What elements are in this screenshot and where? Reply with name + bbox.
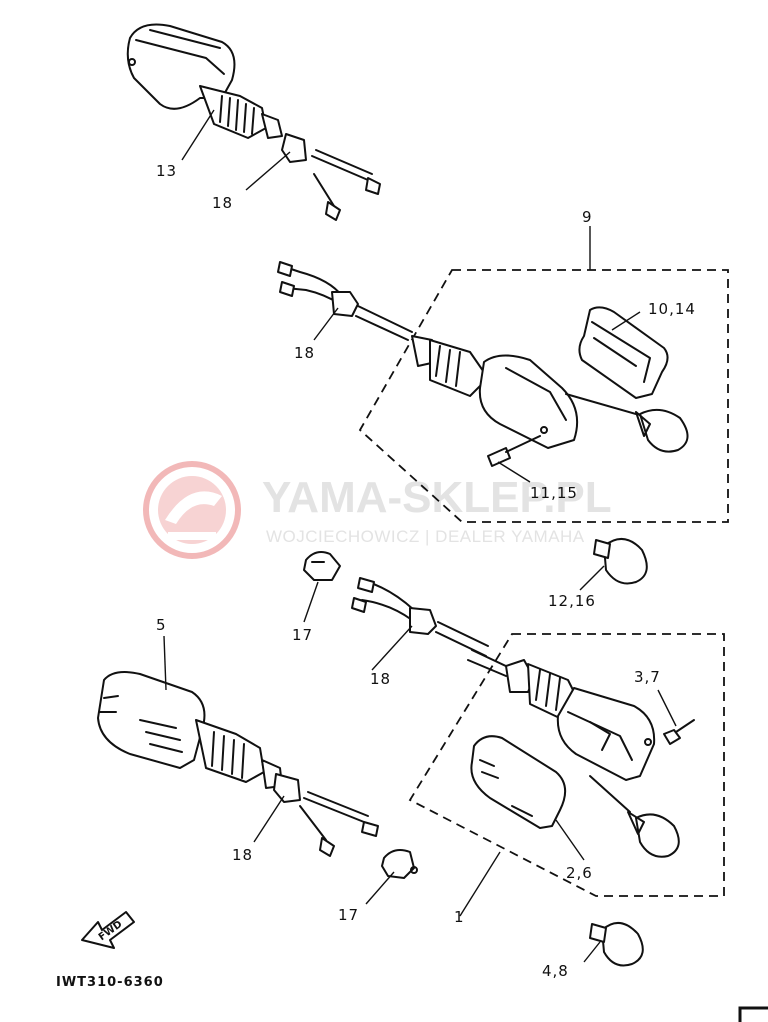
callout-13: 13: [156, 162, 177, 180]
callout-18-upper-mid: 18: [294, 344, 315, 362]
grommet-17-upper: [303, 551, 341, 581]
turn-signal-assembly-9: [277, 261, 578, 467]
screw-3-7: [663, 719, 695, 745]
callout-3-7: 3,7: [634, 668, 661, 686]
callout-12-16: 12,16: [548, 592, 596, 610]
bulb-4-8: [589, 922, 644, 967]
callout-4-8: 4,8: [542, 962, 569, 980]
leader-lines: [163, 109, 677, 963]
callout-17-lower: 17: [338, 906, 359, 924]
watermark-tagline: WOJCIECHOWICZ | DEALER YAMAHA: [266, 527, 585, 546]
bulb-12-16: [593, 538, 648, 585]
assembly-9-boundary: [358, 269, 729, 523]
callout-2-6: 2,6: [566, 864, 593, 882]
corner-mark: [738, 1006, 768, 1022]
callout-11-15: 11,15: [530, 484, 578, 502]
callout-17-upper: 17: [292, 626, 313, 644]
callout-18-mid: 18: [370, 670, 391, 688]
callout-9: 9: [582, 208, 593, 226]
turn-signal-front-left: [97, 671, 379, 857]
watermark-brand: YAMA-SKLEP.PL: [262, 473, 612, 522]
watermark-logo-icon: [143, 461, 241, 559]
callout-10-14: 10,14: [648, 300, 696, 318]
turn-signal-rear-left: [126, 23, 381, 221]
bulb-assembly-1: [589, 775, 680, 858]
callout-18-lower: 18: [232, 846, 253, 864]
callout-5: 5: [156, 616, 167, 634]
fwd-arrow-icon: FWD: [81, 911, 135, 949]
turn-signal-assembly-1: [467, 649, 656, 781]
wire-harness-18-mid: [351, 577, 489, 657]
bulb-assembly-9: [565, 393, 689, 453]
grommet-17-lower: [381, 849, 418, 879]
callout-18-top: 18: [212, 194, 233, 212]
callout-1: 1: [454, 908, 465, 926]
diagram-code: IWT310-6360: [56, 975, 164, 990]
watermark: YAMA-SKLEP.PL WOJCIECHOWICZ | DEALER YAM…: [143, 461, 612, 559]
lens-10-14: [578, 306, 669, 399]
assembly-1-boundary: [408, 633, 725, 897]
lens-2-6: [470, 735, 567, 829]
